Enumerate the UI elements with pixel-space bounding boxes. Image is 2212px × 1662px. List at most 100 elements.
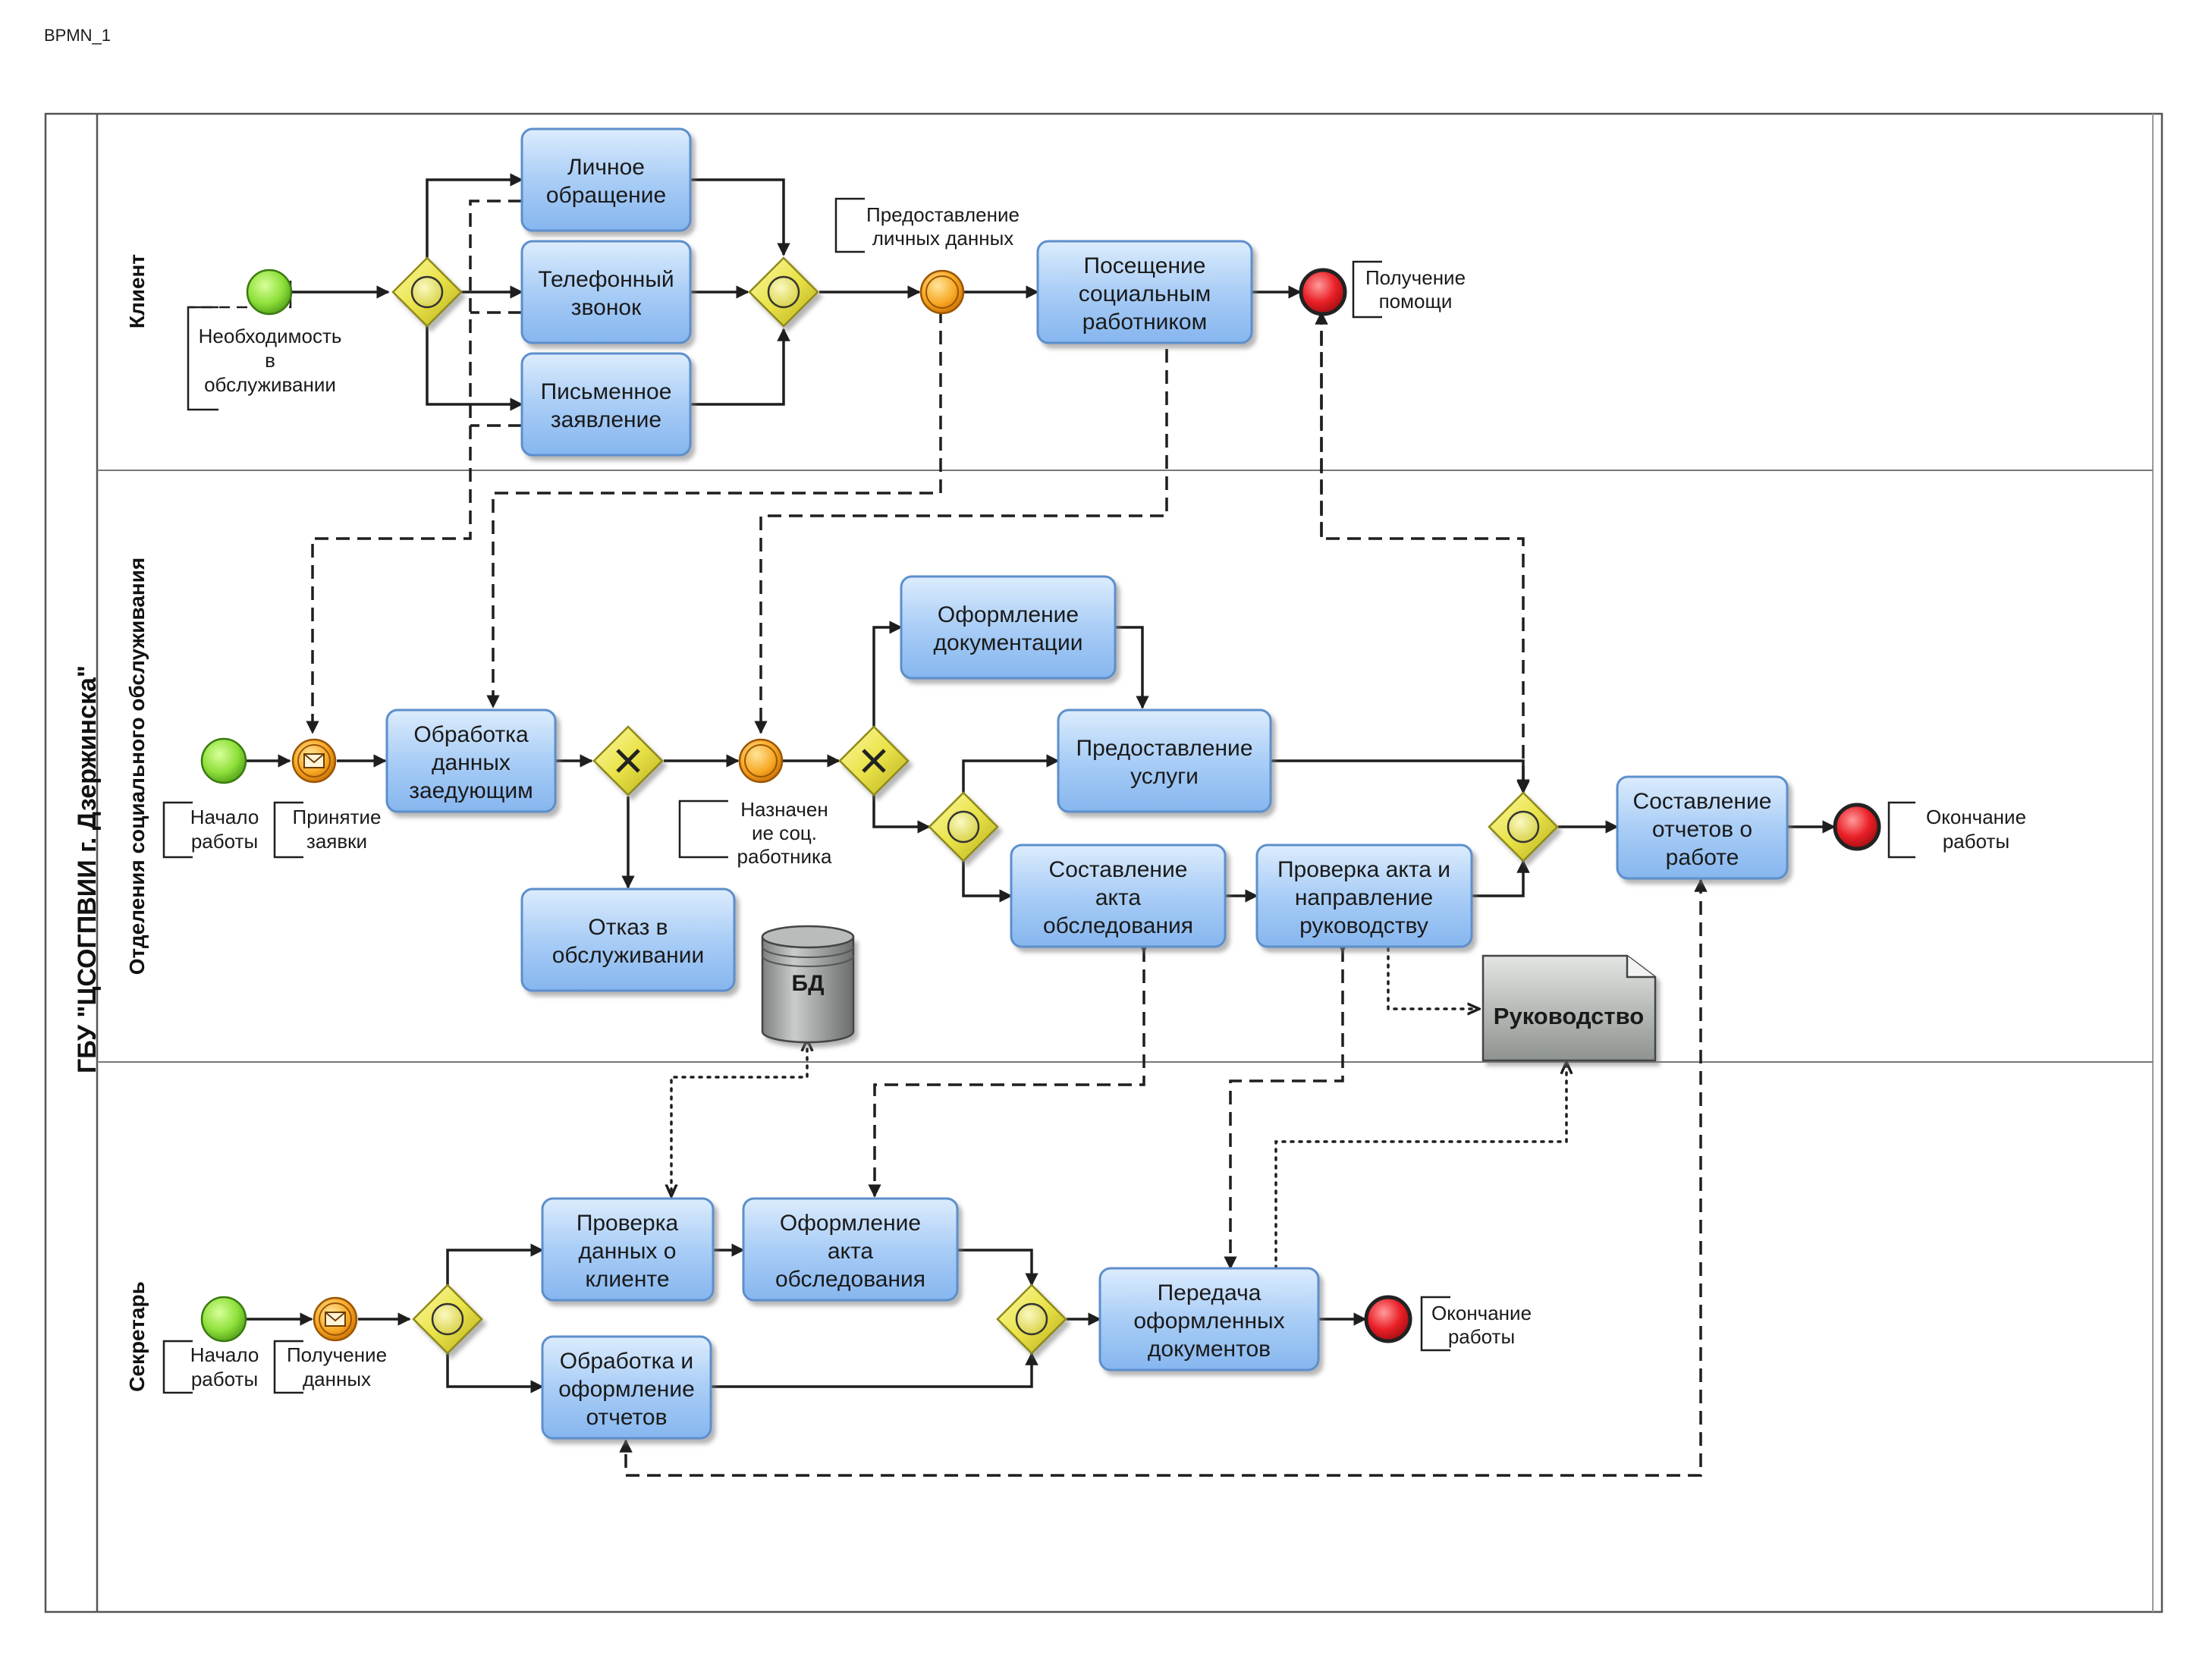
task-service[interactable]: Предоставление услуги <box>1057 708 1272 813</box>
annotation-line: Начало <box>190 806 259 828</box>
task-label-line: обращение <box>546 183 666 208</box>
annotation-line: Необходимость <box>199 325 342 347</box>
lane-client-label: Клиент <box>125 254 149 328</box>
task-act-forming[interactable]: Оформление акта обследования <box>742 1197 959 1302</box>
gateway-inclusive-secretary-join[interactable] <box>996 1283 1067 1355</box>
message-flows <box>306 200 1708 1477</box>
annotation-line: помощи <box>1379 290 1453 313</box>
events <box>200 268 1881 1343</box>
annotation-end-work-social: Окончание работы <box>1926 806 2026 853</box>
task-label-line: Телефонный <box>538 267 674 292</box>
task-label-line: работником <box>1082 309 1207 335</box>
annotation-get-help: Получение помощи <box>1365 266 1466 313</box>
task-label-line: обследования <box>775 1267 925 1292</box>
gateway-inclusive-social-join[interactable] <box>1488 791 1559 862</box>
annotation-line: работы <box>1448 1325 1515 1348</box>
intermediate-event-assign-worker[interactable] <box>738 738 784 784</box>
start-event-client[interactable] <box>246 269 293 316</box>
task-label-line: Составление <box>1633 789 1772 814</box>
task-label-line: Посещение <box>1084 253 1206 278</box>
task-label-line: Оформление <box>938 602 1079 627</box>
gateway-inclusive-social-split[interactable] <box>928 791 999 862</box>
task-label-line: Обработка <box>413 722 529 747</box>
pool-title: ГБУ "ЦСОГПВИИ г. Дзержинска" <box>73 665 102 1073</box>
task-label-line: акта <box>828 1239 874 1264</box>
management-label: Руководство <box>1494 1003 1644 1029</box>
annotation-need-service: Необходимость в обслуживании <box>199 325 342 396</box>
task-head-processing[interactable]: Обработка данных заедующим <box>385 708 557 813</box>
task-social-worker-visit[interactable]: Посещение социальным работником <box>1036 240 1253 344</box>
annotation-line: обслуживании <box>204 373 336 396</box>
task-label-line: звонок <box>571 295 642 320</box>
annotation-line: заявки <box>306 830 367 853</box>
annotation-line: Получение <box>1365 266 1466 289</box>
task-label-line: данных <box>432 750 511 775</box>
gateway-inclusive-client-split[interactable] <box>391 256 463 328</box>
envelope-icon <box>303 753 325 768</box>
end-event-secretary[interactable] <box>1364 1295 1412 1343</box>
lane-secretary-label: Секретарь <box>125 1281 149 1392</box>
message-event-accept-request[interactable] <box>291 738 337 784</box>
task-personal-visit[interactable]: Личное обращение <box>520 127 692 232</box>
gateway-exclusive-head[interactable] <box>592 725 664 796</box>
start-event-social[interactable] <box>200 737 247 784</box>
annotation-start-work-social: Начало работы <box>190 806 259 853</box>
database-artifact[interactable]: БД <box>761 925 855 1044</box>
gateway-exclusive-assign[interactable] <box>838 725 910 796</box>
task-check-client[interactable]: Проверка данных о клиенте <box>541 1197 715 1302</box>
annotation-end-work-secretary: Окончание работы <box>1431 1302 1532 1348</box>
task-label-line: Оформление <box>780 1211 921 1236</box>
task-phone-call[interactable]: Телефонный звонок <box>520 240 692 344</box>
task-label-line: Проверка <box>577 1211 679 1236</box>
task-label-line: Передача <box>1158 1280 1262 1305</box>
task-label-line: данных о <box>579 1239 677 1264</box>
task-report-processing[interactable]: Обработка и оформление отчетов <box>541 1335 712 1440</box>
annotation-line: в <box>265 349 275 372</box>
start-event-secretary[interactable] <box>200 1296 247 1343</box>
task-transfer-docs[interactable]: Передача оформленных документов <box>1098 1267 1320 1371</box>
task-refusal[interactable]: Отказ в обслуживании <box>520 888 736 992</box>
task-label-line: заявление <box>551 407 661 432</box>
message-event-receive-data[interactable] <box>313 1296 358 1342</box>
task-label-line: клиенте <box>585 1267 669 1292</box>
task-label-line: Отказ в <box>588 915 668 940</box>
annotation-line: личных данных <box>872 227 1014 250</box>
end-event-client[interactable] <box>1299 268 1347 316</box>
sequence-flows <box>247 173 1836 1393</box>
task-label-line: Составление <box>1049 857 1188 882</box>
task-label-line: отчетов <box>586 1405 667 1430</box>
task-check-act[interactable]: Проверка акта и направление руководству <box>1255 844 1473 948</box>
intermediate-event-personal-data[interactable] <box>919 269 965 315</box>
document-label: BPMN_1 <box>44 26 111 45</box>
tasks: Личное обращение Телефонный звонок Письм… <box>385 127 1789 1440</box>
task-label-line: обслуживании <box>552 943 705 968</box>
gateway-inclusive-client-join[interactable] <box>748 256 819 328</box>
task-label-line: социальным <box>1079 281 1211 306</box>
task-label-line: Проверка акта и <box>1277 857 1450 882</box>
task-label-line: документов <box>1148 1337 1271 1362</box>
task-label-line: заедующим <box>409 778 533 803</box>
annotation-line: Предоставление <box>866 203 1020 226</box>
management-document-artifact[interactable]: Руководство <box>1481 954 1657 1062</box>
annotation-line: работника <box>737 845 832 868</box>
task-reports[interactable]: Составление отчетов о работе <box>1616 775 1789 880</box>
lane-social-label: Отделения социального обслуживания <box>125 558 149 975</box>
annotation-line: Принятие <box>293 806 382 828</box>
annotation-line: работы <box>191 830 258 853</box>
task-documents[interactable]: Оформление документации <box>900 575 1117 680</box>
end-event-social[interactable] <box>1833 803 1881 851</box>
annotation-line: работы <box>1943 830 2009 853</box>
gateway-inclusive-secretary-split[interactable] <box>412 1283 483 1355</box>
task-label-line: оформление <box>558 1377 695 1402</box>
task-label-line: Предоставление <box>1076 736 1253 761</box>
task-written-request[interactable]: Письменное заявление <box>520 352 692 457</box>
task-survey-act[interactable]: Составление акта обследования <box>1010 844 1227 948</box>
task-label-line: Обработка и <box>560 1349 693 1374</box>
annotation-assign-worker: Назначен ие соц. работника <box>737 798 832 868</box>
task-label-line: направление <box>1295 885 1433 910</box>
annotation-line: Назначен <box>740 798 828 821</box>
annotation-line: данных <box>303 1368 371 1390</box>
annotation-line: ие соц. <box>752 822 817 844</box>
task-label-line: документации <box>934 630 1083 655</box>
